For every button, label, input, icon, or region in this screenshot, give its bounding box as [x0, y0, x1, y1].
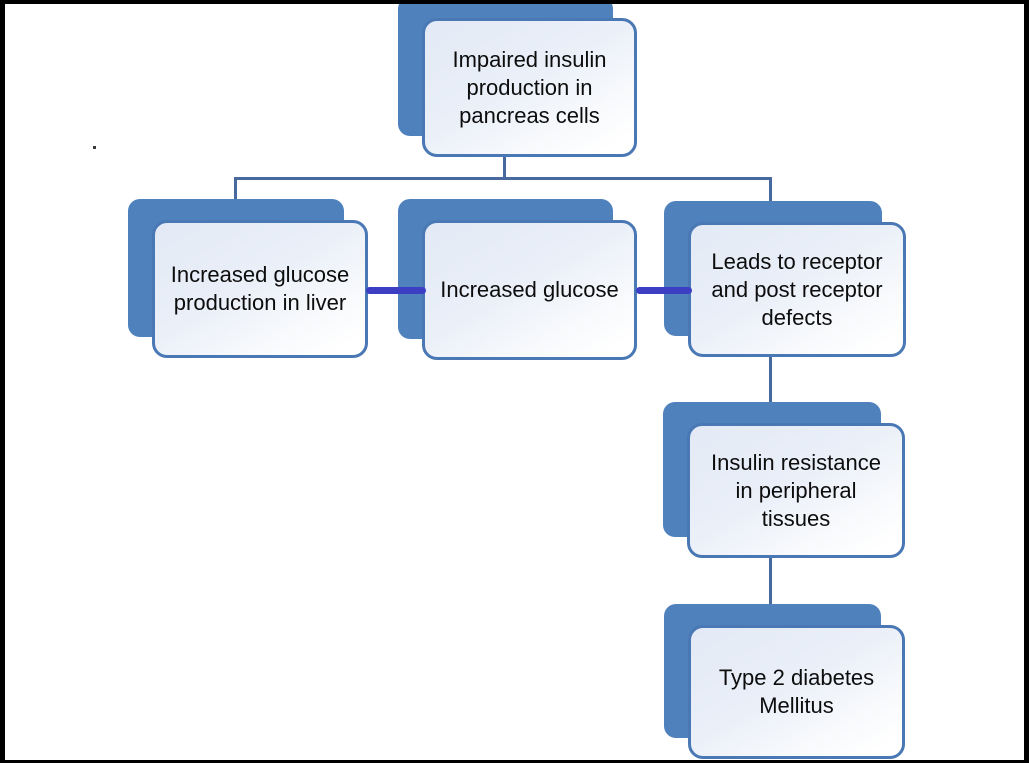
letterbox-top — [0, 0, 1029, 4]
connector-glucose-receptor — [636, 287, 692, 294]
letterbox-bottom — [0, 760, 1029, 763]
connector-liver-glucose — [366, 287, 426, 294]
connector-right-drop — [769, 177, 772, 204]
node-liver: Increased glucose production in liver — [152, 220, 368, 358]
letterbox-left — [0, 0, 5, 763]
connector-left-drop — [234, 177, 237, 202]
connector-horizontal-rail — [234, 177, 772, 180]
node-t2dm: Type 2 diabetes Mellitus — [688, 625, 905, 759]
connector-receptor-to-resistance — [769, 357, 772, 405]
node-resistance: Insulin resistance in peripheral tissues — [687, 423, 905, 558]
connector-top-vertical — [503, 157, 506, 179]
node-glucose: Increased glucose — [422, 220, 637, 360]
letterbox-right — [1024, 0, 1029, 763]
connector-resistance-to-t2dm — [769, 558, 772, 607]
stray-dot — [93, 146, 96, 149]
node-pancreas: Impaired insulin production in pancreas … — [422, 18, 637, 157]
node-receptor: Leads to receptor and post receptor defe… — [688, 222, 906, 357]
